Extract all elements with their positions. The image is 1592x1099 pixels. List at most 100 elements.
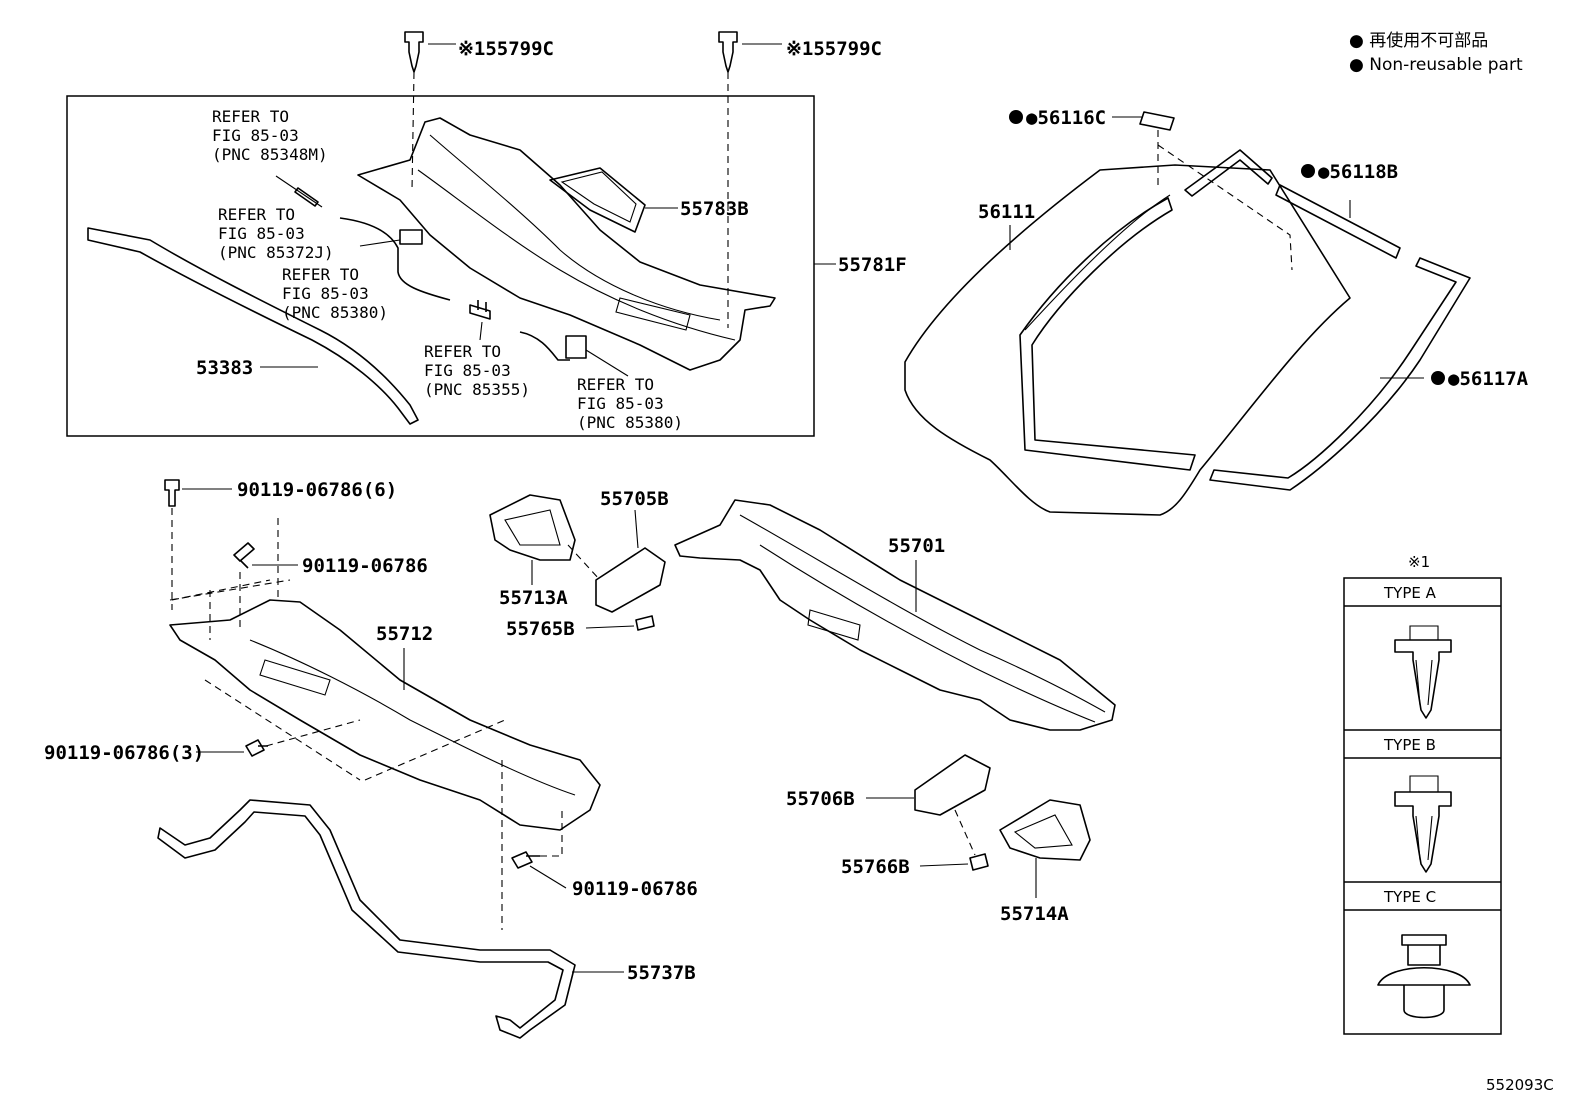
bolt-group-mid: 90119-06786 — [233, 542, 428, 630]
type-a-label: TYPE A — [1383, 584, 1437, 602]
clip-types-mark: ※1 — [1408, 553, 1430, 571]
refer-note-1-leader — [275, 175, 323, 208]
bracket-55706B: 55706B — [786, 754, 991, 856]
cowl-top-panel: 55781F — [357, 117, 907, 371]
moulding-upper-icon — [1184, 149, 1273, 197]
label-bolt-low: 90119-06786 — [572, 878, 698, 900]
bracket-55705B-leader — [634, 509, 639, 549]
clip-right-group: ※155799C — [718, 31, 882, 328]
refer-note-3-l3: (PNC 85380) — [282, 303, 388, 322]
refer-note-3: REFER TO FIG 85-03 (PNC 85380) — [282, 265, 491, 322]
clip-left-icon — [404, 31, 424, 73]
bracket-55706B-dash — [954, 809, 976, 856]
cowl-lower-dash — [169, 579, 506, 781]
seal-53383-icon — [87, 227, 419, 425]
cowl-panel-slot — [807, 609, 861, 641]
bracket-55706B-icon — [914, 754, 991, 816]
refer-note-4-l3: (PNC 85355) — [424, 380, 530, 399]
refer-note-1: REFER TO FIG 85-03 (PNC 85348M) — [212, 107, 328, 208]
label-55714A: 55714A — [1000, 903, 1069, 925]
label-55766B: 55766B — [841, 856, 910, 878]
clip-left-dashline — [411, 71, 415, 191]
spacer-56116C-dash — [1157, 130, 1293, 271]
clip-right-icon — [718, 31, 738, 73]
bracket-55705B-dash — [567, 544, 601, 581]
bracket-55705B-icon — [595, 547, 666, 613]
bolt-mid-icon — [233, 542, 255, 569]
clip-type-c-icon — [1377, 934, 1471, 1019]
bolt-left-dash — [265, 719, 361, 747]
cowl-lower-ridge — [249, 639, 576, 796]
cowl-assembly-box — [66, 95, 815, 437]
label-53383: 53383 — [196, 357, 253, 379]
refer-note-4-leader — [479, 321, 483, 341]
label-55706B: 55706B — [786, 788, 855, 810]
bracket-55713A: 55713A — [489, 494, 576, 609]
cowl-top-ridge2 — [417, 169, 736, 341]
cowl-lower-55712: 55712 — [169, 579, 601, 831]
nut-55766B-leader — [919, 863, 969, 867]
clip-type-b-detail — [1409, 775, 1439, 861]
type-b-label: TYPE B — [1383, 736, 1436, 754]
label-clip-right: ※155799C — [786, 38, 882, 60]
clip-type-a-icon — [1394, 639, 1452, 719]
vent-grille: 55783B — [549, 167, 749, 233]
clip-type-a-detail — [1409, 625, 1439, 706]
refer-note-3-l1: REFER TO — [282, 265, 359, 284]
bolt-group-top: 90119-06786(6) — [164, 479, 397, 640]
cowl-panel-ridge2 — [759, 544, 1096, 723]
type-c-label: TYPE C — [1383, 888, 1436, 906]
cowl-panel-ridge — [739, 514, 1106, 713]
refer-note-5-leader — [585, 349, 629, 377]
label-55781F: 55781F — [838, 254, 907, 276]
label-clip-left: ※155799C — [458, 38, 554, 60]
label-55712: 55712 — [376, 623, 433, 645]
bracket-55714A-detail — [1013, 814, 1073, 849]
spacer-56116C: ●56116C — [1009, 107, 1293, 271]
vent-grille-mesh — [560, 171, 637, 223]
cowl-lower-outline — [169, 599, 601, 831]
moulding-56117A-icon — [1209, 257, 1471, 491]
label-bolt-top: 90119-06786(6) — [237, 479, 397, 501]
spacer-56116C-icon — [1139, 111, 1175, 131]
label-56117A: ●56117A — [1448, 368, 1529, 390]
label-56116C: ●56116C — [1026, 107, 1106, 129]
non-reusable-dot-icon — [1009, 110, 1023, 124]
label-bolt-left: 90119-06786(3) — [44, 742, 204, 764]
cowl-top-vent — [615, 297, 691, 331]
refer-note-1-l1: REFER TO — [212, 107, 289, 126]
bolt-group-left: 90119-06786(3) — [44, 719, 361, 764]
moulding-56118B-icon — [1275, 184, 1401, 259]
vent-grille-outline — [549, 167, 646, 233]
hood-seal-strip: 53383 — [87, 227, 419, 425]
hose-joint-icon — [399, 229, 423, 245]
label-55783B: 55783B — [680, 198, 749, 220]
bolt-group-low: 90119-06786 — [501, 760, 698, 930]
legend: ● 再使用不可部品 ● Non-reusable part — [1349, 30, 1523, 75]
label-bolt-mid: 90119-06786 — [302, 555, 428, 577]
refer-note-5-l3: (PNC 85380) — [577, 413, 683, 432]
bolt-low-icon — [511, 851, 540, 869]
label-55705B: 55705B — [600, 488, 669, 510]
bracket-55714A: 55714A — [999, 799, 1091, 925]
bolt-top-icon — [164, 479, 180, 507]
label-55737B: 55737B — [627, 962, 696, 984]
cowl-panel-55701: 55701 — [674, 499, 1116, 731]
refer-note-2: REFER TO FIG 85-03 (PNC 85372J) — [218, 205, 451, 301]
label-56118B: ●56118B — [1318, 161, 1398, 183]
cowl-top-ridge — [429, 134, 721, 321]
seal-55737B: 55737B — [157, 799, 696, 1039]
refer-note-2-leader — [359, 239, 401, 247]
moulding-56118B: ●56118B — [1275, 161, 1401, 259]
nozzle-85380-icon — [469, 300, 491, 320]
nut-55766B: 55766B — [841, 853, 989, 878]
label-55701: 55701 — [888, 535, 945, 557]
refer-note-5-l2: FIG 85-03 — [577, 394, 664, 413]
refer-note-1-l2: FIG 85-03 — [212, 126, 299, 145]
nut-55766B-icon — [969, 853, 989, 871]
bolt-low-leader — [529, 865, 567, 889]
refer-note-3-l2: FIG 85-03 — [282, 284, 369, 303]
refer-note-4-l2: FIG 85-03 — [424, 361, 511, 380]
clip-types-table: ※1 TYPE A TYPE B TYPE C — [1343, 553, 1502, 1035]
